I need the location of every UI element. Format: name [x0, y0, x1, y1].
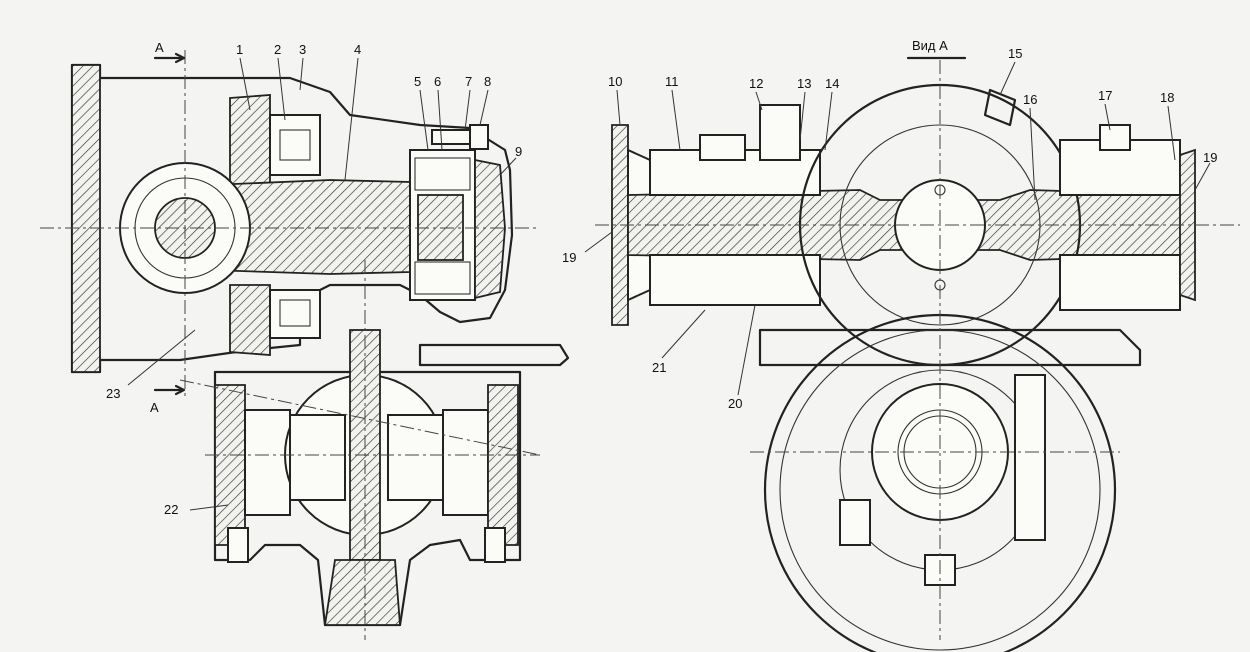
bearing-2-upper: [269, 114, 321, 176]
label-12: 12: [749, 76, 763, 91]
label-4: 4: [354, 42, 361, 57]
right-view: Вид А: [595, 38, 1240, 652]
part-labels-right: 10 11 12 13 14 15 16 17 18 19 19 20 21: [562, 46, 1217, 411]
bearing-cover: [474, 158, 506, 300]
label-15: 15: [1008, 46, 1022, 61]
svg-text:А: А: [150, 400, 159, 415]
svg-text:А: А: [155, 40, 164, 55]
left-section-view: А А: [40, 40, 570, 640]
label-13: 13: [797, 76, 811, 91]
bearing-2-lower: [269, 289, 321, 339]
label-17: 17: [1098, 88, 1112, 103]
label-11: 11: [665, 74, 679, 89]
view-title: Вид А: [912, 38, 948, 53]
label-22: 22: [164, 502, 178, 517]
label-19-right: 19: [1203, 150, 1217, 165]
label-2: 2: [274, 42, 281, 57]
ring-gear-lower: [229, 284, 271, 356]
main-housing-outline: [70, 63, 514, 374]
label-20: 20: [728, 396, 742, 411]
label-14: 14: [825, 76, 839, 91]
section-marker-bottom: А: [150, 384, 186, 415]
left-axle-housing: [214, 384, 246, 546]
label-9: 9: [515, 144, 522, 159]
label-7: 7: [465, 74, 472, 89]
label-21: 21: [652, 360, 666, 375]
label-23: 23: [106, 386, 120, 401]
label-19-left: 19: [562, 250, 576, 265]
label-6: 6: [434, 74, 441, 89]
housing-flange: [71, 64, 101, 373]
label-5: 5: [414, 74, 421, 89]
diff-pinion-right: [387, 414, 444, 501]
label-3: 3: [299, 42, 306, 57]
label-18: 18: [1160, 90, 1174, 105]
label-8: 8: [484, 74, 491, 89]
leaders: [127, 57, 1211, 511]
section-marker-top: А: [153, 40, 186, 64]
label-10: 10: [608, 74, 622, 89]
part-labels-left: 1 2 3 4 5 6 7 8 9 22 23: [106, 42, 522, 517]
label-1: 1: [236, 42, 243, 57]
output-shaft: [323, 559, 401, 626]
diff-pinion-left: [289, 414, 346, 501]
right-axle-housing: [487, 384, 519, 546]
label-16: 16: [1023, 92, 1037, 107]
